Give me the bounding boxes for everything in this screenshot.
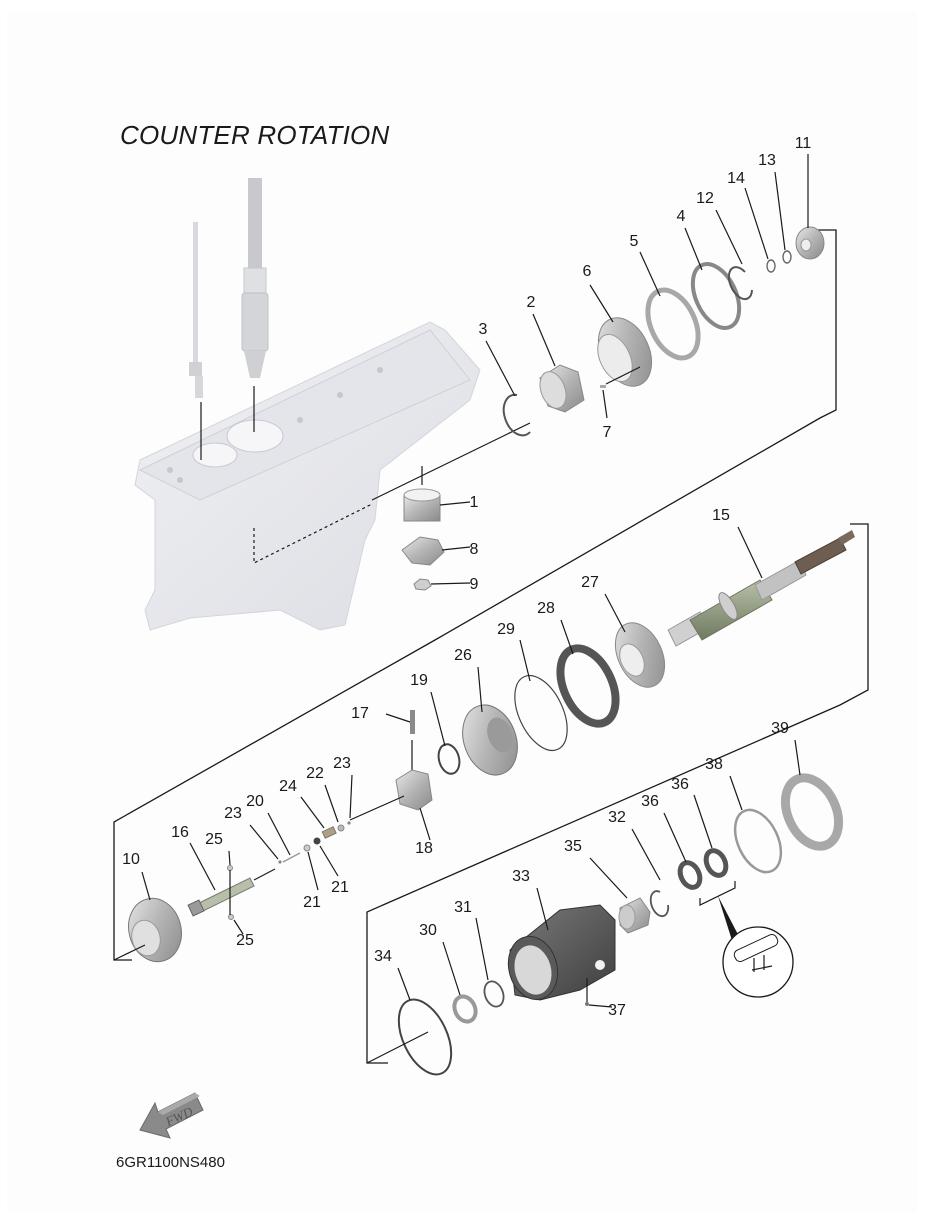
part-number-label: 28 — [537, 600, 555, 617]
part-10-forward-gear — [113, 871, 182, 963]
part-number-label: 10 — [122, 851, 140, 868]
part-number-label: 3 — [479, 321, 488, 338]
part-number-label: 21 — [303, 894, 321, 911]
part-number-label: 27 — [581, 574, 599, 591]
part-number-label: 25 — [205, 831, 223, 848]
part-4-thrust-bearing — [684, 227, 742, 330]
part-34-o-ring — [366, 967, 453, 1076]
part-number-label: 36 — [641, 793, 659, 810]
part-38-shim — [729, 775, 783, 874]
part-number-label: 33 — [512, 868, 530, 885]
part-23-ball-lower — [249, 824, 282, 864]
part-33-shaft-housing — [507, 887, 616, 1001]
diagram-title: COUNTER ROTATION — [120, 120, 390, 150]
part-17-pin — [385, 710, 415, 775]
part-18-dog-clutch — [349, 769, 433, 841]
part-9-nut — [413, 578, 471, 591]
part-number-label: 18 — [415, 840, 433, 857]
part-26-reverse-gear — [462, 666, 518, 776]
assembly-frame-middle — [366, 523, 869, 1064]
part-number-label: 21 — [331, 879, 349, 896]
part-number-label: 11 — [795, 135, 812, 152]
part-number-label: 39 — [771, 720, 789, 737]
assembly-frame-upper — [113, 229, 837, 961]
part-number-label: 23 — [224, 805, 242, 822]
part-29-o-ring — [514, 639, 568, 752]
part-3-circlip — [485, 340, 531, 437]
part-number-label: 36 — [671, 776, 689, 793]
part-6-bearing-housing — [589, 284, 653, 387]
part-number-label: 9 — [470, 576, 479, 593]
part-number-label: 16 — [171, 824, 189, 841]
part-16-shift-plunger — [187, 842, 276, 917]
part-31-o-ring — [475, 917, 505, 1008]
part-number-label: 24 — [279, 778, 297, 795]
part-21-ball-dark — [313, 837, 339, 877]
part-number-label: 19 — [410, 672, 428, 689]
part-28-shim — [556, 619, 620, 728]
part-11-ball-bearing — [795, 154, 825, 260]
part-number-label: 8 — [470, 541, 479, 558]
gearcase-housing — [134, 321, 481, 631]
part-36-oil-seal-right — [693, 794, 729, 878]
part-number-label: 26 — [454, 647, 472, 664]
part-number-labels: 1234567891011121314151617181920212122232… — [122, 135, 811, 1019]
shift-rod — [189, 222, 203, 460]
part-39-bearing-race — [780, 739, 844, 851]
part-8-pinion — [401, 536, 471, 566]
part-1-needle-bearing — [403, 488, 471, 522]
part-15-propeller-shaft — [667, 526, 855, 647]
part-number-label: 2 — [527, 294, 536, 311]
part-number-label: 25 — [236, 932, 254, 949]
part-19-ring — [430, 691, 461, 775]
part-number-label: 29 — [497, 621, 515, 638]
part-number-label: 32 — [608, 809, 626, 826]
part-7-pin — [600, 366, 641, 419]
seal-orientation-callout — [699, 881, 794, 998]
diagram-code: 6GR1100NS480 — [116, 1154, 225, 1171]
part-number-label: 14 — [727, 170, 745, 187]
part-number-label: 34 — [374, 948, 392, 965]
part-number-label: 30 — [419, 922, 437, 939]
part-number-label: 13 — [758, 152, 776, 169]
part-21-ball-light — [303, 844, 319, 891]
part-number-label: 17 — [351, 705, 369, 722]
part-36-oil-seal-left — [663, 812, 703, 890]
part-13-o-ring — [774, 171, 792, 264]
part-35-needle-bearing — [589, 857, 651, 934]
part-number-label: 4 — [677, 208, 686, 225]
fwd-direction-arrow: FWD — [139, 1092, 204, 1139]
part-24-spring — [300, 796, 337, 839]
part-25-ball-pair — [227, 850, 244, 935]
drive-shaft — [241, 178, 269, 432]
part-number-label: 23 — [333, 755, 351, 772]
part-number-label: 6 — [583, 263, 592, 280]
part-30-thrust-bearing — [442, 941, 478, 1024]
part-number-label: 35 — [564, 838, 582, 855]
part-number-label: 5 — [630, 233, 639, 250]
part-12-circlip — [715, 209, 753, 301]
part-number-label: 38 — [705, 756, 723, 773]
part-number-label: 15 — [712, 507, 730, 524]
part-20-cross-pin — [267, 812, 301, 863]
part-number-label: 7 — [603, 424, 612, 441]
part-number-label: 22 — [306, 765, 324, 782]
part-27-tapered-bearing — [604, 593, 666, 688]
part-23-ball-upper — [347, 774, 353, 825]
part-37-pin — [585, 978, 613, 1008]
part-5-shim — [639, 251, 701, 361]
part-32-circlip — [631, 828, 670, 917]
part-number-label: 37 — [608, 1002, 626, 1019]
part-number-label: 12 — [696, 190, 714, 207]
part-22-ball — [324, 784, 345, 832]
part-2-bearing — [532, 313, 585, 413]
part-number-label: 1 — [470, 494, 479, 511]
part-number-label: 31 — [454, 899, 472, 916]
part-14-o-ring — [744, 187, 776, 273]
part-number-label: 20 — [246, 793, 264, 810]
